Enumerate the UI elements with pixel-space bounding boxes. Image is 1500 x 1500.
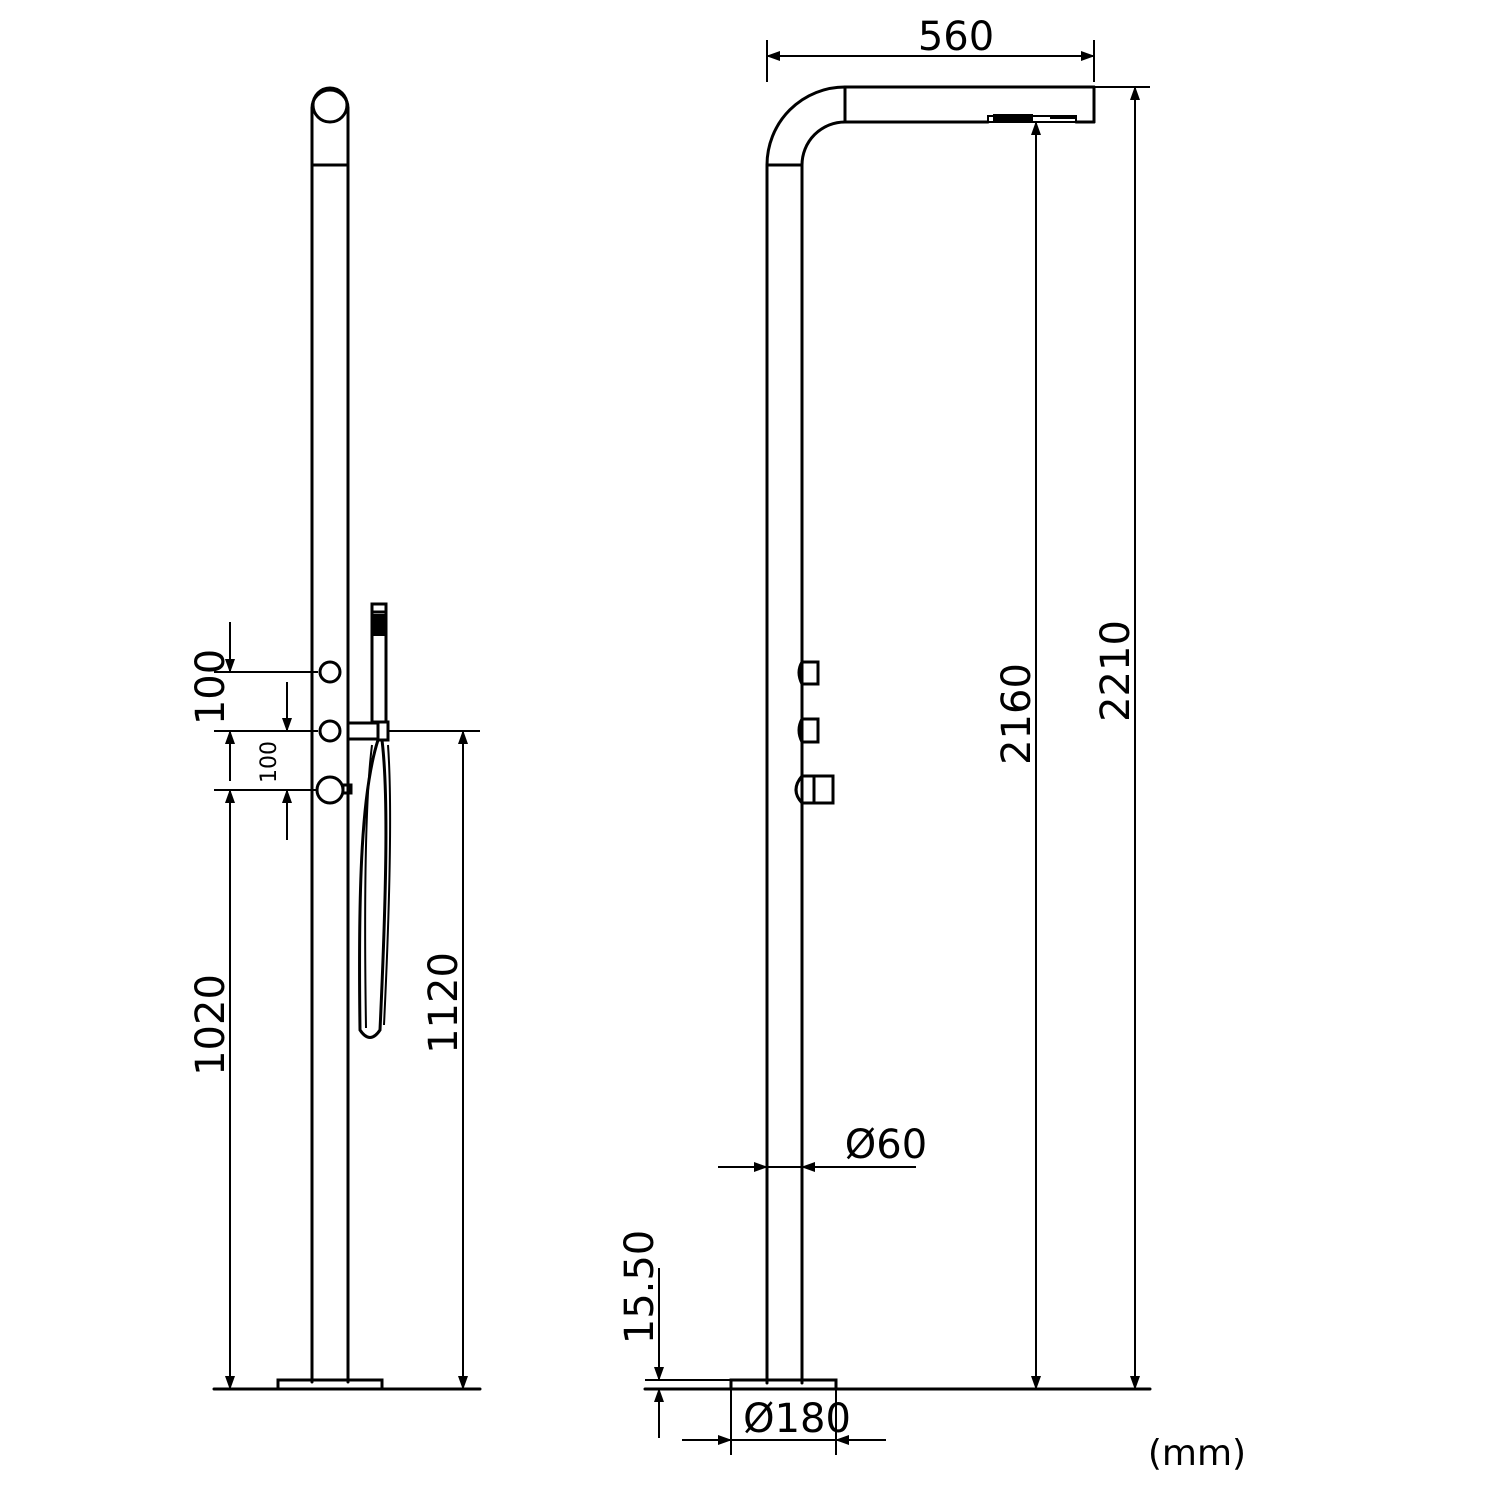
dim-label-1020: 1020 [188,974,234,1076]
dim-label-15-50: 15.50 [617,1230,663,1345]
dim-label-2160: 2160 [994,663,1040,765]
side-column [765,85,1096,1385]
dim-base-diameter: Ø180 [682,1396,886,1445]
front-view: 100 100 1020 1120 [188,86,482,1391]
dim-base-thickness: 15.50 [617,1230,664,1438]
dim-arm-reach: 560 [766,14,1095,61]
dim-outlet-height: 2160 [994,121,1041,1390]
dim-label-o60: Ø60 [845,1122,927,1168]
front-mixer-handles [315,660,353,805]
dim-total-height: 2210 [1093,86,1140,1390]
side-extension-lines [645,40,1150,1455]
dim-handle-spacing-top: 100 [188,622,235,781]
side-view: 560 2160 2210 Ø60 15.50 [617,14,1152,1455]
dim-column-diameter: Ø60 [718,1122,927,1172]
dim-hand-shower-holder-height: 1120 [421,730,468,1390]
units-label: (mm) [1148,1433,1246,1474]
dim-label-100-top: 100 [188,649,234,725]
dim-lower-handle-height: 1020 [188,789,235,1390]
hand-shower-assembly [346,602,392,1039]
side-mixer-handles [794,660,835,805]
dim-label-100-bottom: 100 [257,741,282,783]
dim-label-o180: Ø180 [743,1396,851,1442]
dim-label-1120: 1120 [421,952,467,1054]
dim-label-560: 560 [918,14,994,60]
shower-head-outlet [987,114,1096,124]
dim-handle-spacing-bottom: 100 [257,682,292,840]
front-column [310,86,350,1384]
dim-label-2210: 2210 [1093,620,1139,722]
